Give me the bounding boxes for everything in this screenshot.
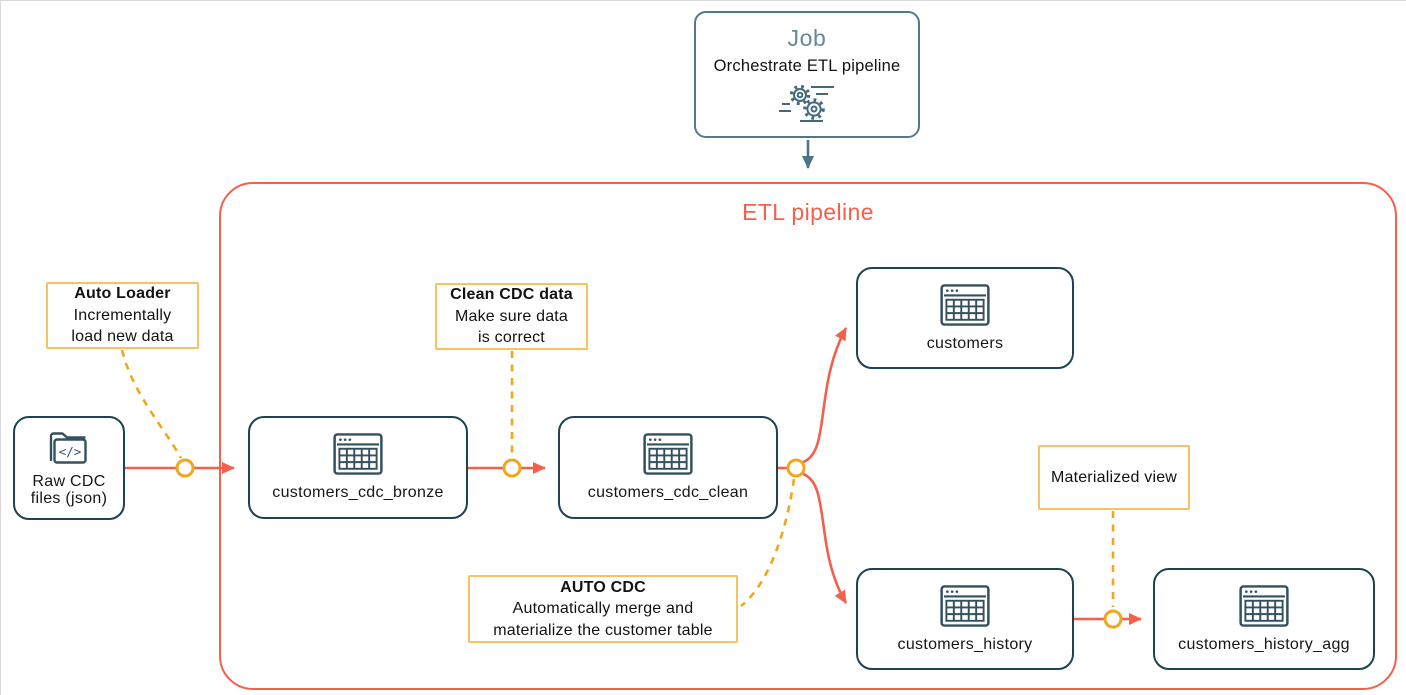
node-customers-history-agg: customers_history_agg [1153,568,1375,670]
svg-text:</>: </> [59,444,82,459]
node-label: customers_cdc_clean [587,484,749,501]
job-node: Job Orchestrate ETL pipeline [694,11,920,138]
annotation-title: Clean CDC data [450,286,573,304]
table-icon [940,584,990,627]
node-customers: customers [856,267,1074,369]
etl-pipeline-title: ETL pipeline [742,199,874,225]
node-label: Raw CDC [32,472,106,490]
annotation-clean-cdc-data: Clean CDC data Make sure data is correct [435,283,588,350]
gears-icon [778,81,836,125]
node-label: customers_cdc_bronze [272,484,444,501]
annotation-line: Make sure data [454,307,569,325]
node-customers-history: customers_history [856,568,1074,670]
tap-circle-auto-loader [175,458,195,478]
annotation-auto-cdc: AUTO CDC Automatically merge and materia… [468,575,738,643]
code-folder-icon: </> [46,428,92,466]
annotation-line: Incrementally [73,306,172,324]
annotation-line: Automatically merge and [512,600,694,618]
job-subtitle: Orchestrate ETL pipeline [713,56,901,75]
table-icon [333,433,383,475]
annotation-auto-loader: Auto Loader Incrementally load new data [46,282,199,349]
annotation-title: Auto Loader [74,285,171,303]
node-customers-cdc-clean: customers_cdc_clean [558,416,778,519]
etl-pipeline-container: ETL pipeline [219,182,1397,690]
table-icon [1239,584,1289,627]
node-raw-cdc-files: </> Raw CDC files (json) [13,416,125,520]
annotation-materialized-view: Materialized view [1038,445,1190,510]
node-label: customers [926,334,1004,352]
annotation-line: materialize the customer table [493,621,713,639]
job-title: Job [787,24,827,51]
table-icon [940,283,990,326]
annotation-title: Materialized view [1050,468,1178,486]
node-label: files (json) [30,489,108,507]
node-customers-cdc-bronze: customers_cdc_bronze [248,416,468,519]
annotation-line: load new data [71,328,174,346]
annotation-title: AUTO CDC [560,578,646,596]
node-label: customers_history [897,635,1033,653]
annotation-line: is correct [478,329,545,347]
table-icon [643,433,693,475]
tap-line-auto-loader [120,349,183,459]
node-label: customers_history_agg [1178,635,1350,653]
